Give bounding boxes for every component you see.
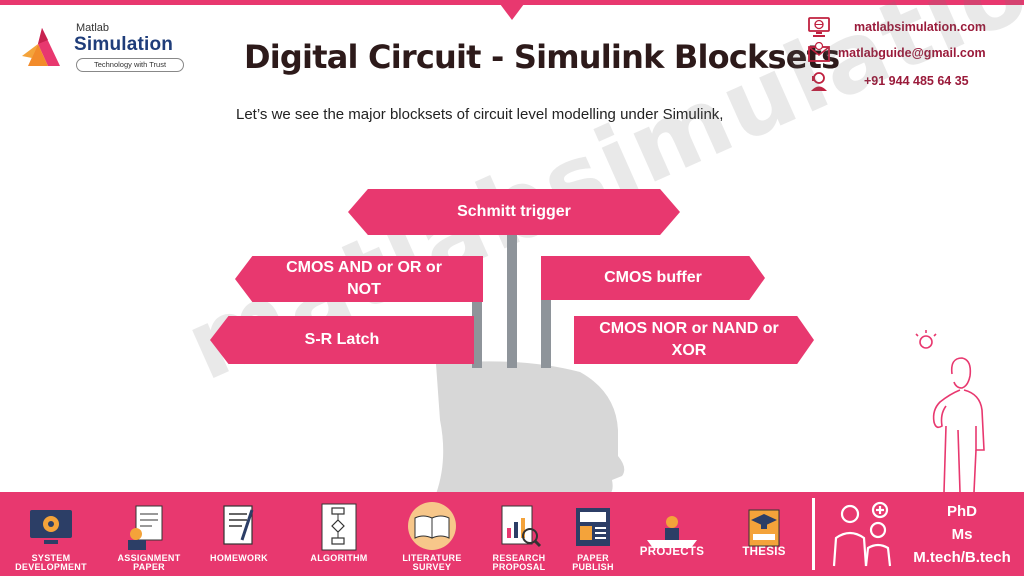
blueprint-icon xyxy=(647,516,697,548)
degree-list: PhD Ms M.tech/B.tech xyxy=(900,500,1024,569)
flowchart-icon xyxy=(321,503,357,551)
graduation-book-icon xyxy=(748,509,780,547)
footer-item-homework[interactable]: HOMEWORK xyxy=(200,492,278,576)
report-chart-icon xyxy=(501,505,542,548)
degree-mtech-btech: M.tech/B.tech xyxy=(913,549,1011,566)
logo-mark-icon xyxy=(22,28,60,66)
support-agent-icon xyxy=(811,72,827,91)
footer-services-bar: SYSTEM DEVELOPMENT ASSIGNMENT PAPER HOME… xyxy=(0,492,1024,576)
email-icon xyxy=(808,42,830,62)
signpost-pole xyxy=(472,298,482,368)
footer-item-algorithm[interactable]: ALGORITHM xyxy=(300,492,378,576)
sign-cmos-nor-nand-xor[interactable]: CMOS NOR or NAND or XOR xyxy=(574,316,814,364)
contact-phone-text[interactable]: +91 944 485 64 35 xyxy=(864,74,969,88)
footer-item-assignment-paper[interactable]: ASSIGNMENT PAPER xyxy=(108,492,190,576)
brand-logo[interactable]: Matlab Simulation Technology with Trust xyxy=(20,20,190,76)
contact-email-text[interactable]: matlabguide@gmail.com xyxy=(838,46,986,60)
footer-label: ASSIGNMENT PAPER xyxy=(117,553,181,572)
footer-label: PAPER PUBLISH xyxy=(572,553,614,572)
sign-cmos-buffer[interactable]: CMOS buffer xyxy=(541,256,765,300)
degree-phd: PhD xyxy=(947,503,977,520)
sign-schmitt-trigger[interactable]: Schmitt trigger xyxy=(348,189,680,235)
footer-divider xyxy=(812,498,815,570)
monitor-gear-icon xyxy=(30,510,72,544)
contact-email[interactable]: matlabguide@gmail.com xyxy=(806,42,986,64)
footer-label: PROJECTS xyxy=(639,546,705,558)
footer-label: SYSTEM DEVELOPMENT xyxy=(15,553,87,572)
footer-item-system-development[interactable]: SYSTEM DEVELOPMENT xyxy=(10,492,92,576)
footer-item-paper-publish[interactable]: PAPER PUBLISH xyxy=(558,492,628,576)
degree-ms: Ms xyxy=(951,526,973,543)
contact-phone[interactable]: +91 944 485 64 35 xyxy=(806,70,969,92)
footer-item-thesis[interactable]: THESIS xyxy=(726,492,802,576)
page-subtitle: Let’s we see the major blocksets of circ… xyxy=(236,106,724,123)
contact-website[interactable]: matlabsimulation.com xyxy=(806,16,986,38)
footer-label: ALGORITHM xyxy=(310,553,368,563)
contact-website-text[interactable]: matlabsimulation.com xyxy=(854,20,986,34)
person-paper-icon xyxy=(128,505,163,550)
thinking-person-icon xyxy=(915,330,985,492)
footer-label: LITERATURE SURVEY xyxy=(402,553,462,572)
notebook-pen-icon xyxy=(223,505,254,545)
sign-sr-latch[interactable]: S-R Latch xyxy=(210,316,474,364)
top-notch xyxy=(500,4,524,20)
logo-small-text: Matlab xyxy=(76,22,110,34)
top-accent-bar xyxy=(0,0,1024,5)
newspaper-icon xyxy=(576,508,610,546)
signpost-pole xyxy=(541,298,551,368)
signpost-pole xyxy=(507,232,517,368)
footer-item-literature-survey[interactable]: LITERATURE SURVEY xyxy=(392,492,472,576)
footer-label: RESEARCH PROPOSAL xyxy=(492,553,546,572)
globe-monitor-icon xyxy=(808,17,830,37)
open-book-icon xyxy=(408,502,456,550)
graduate-people-icon xyxy=(832,501,892,567)
logo-name: Simulation xyxy=(74,34,174,55)
footer-item-projects[interactable]: PROJECTS xyxy=(630,492,714,576)
footer-item-research-proposal[interactable]: RESEARCH PROPOSAL xyxy=(480,492,558,576)
page-title: Digital Circuit - Simulink Blocksets xyxy=(244,38,840,76)
footer-label: HOMEWORK xyxy=(210,553,268,563)
footer-label: THESIS xyxy=(742,546,786,558)
sign-cmos-and-or-not[interactable]: CMOS AND or OR or NOT xyxy=(235,256,483,302)
logo-tagline: Technology with Trust xyxy=(76,58,184,72)
